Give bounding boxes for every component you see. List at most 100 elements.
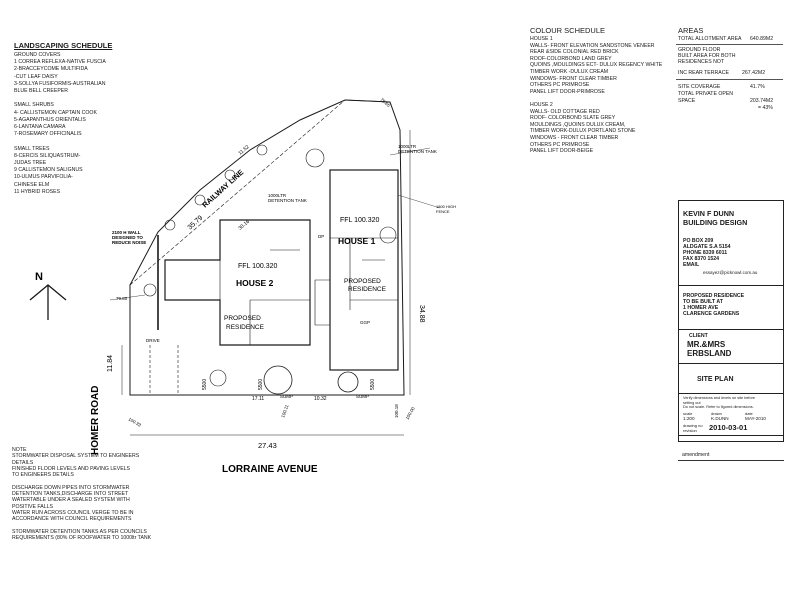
- landscaping-line: 3-SOLLYA FUSIFORMIS-AUSTRALIAN: [14, 80, 106, 87]
- note-line: ACCORDANCE WITH COUNCIL REQUIREMENTS: [12, 516, 132, 523]
- colour-line: OTHERS PC PRIMROSE: [530, 141, 590, 148]
- verify-line-3: Do not scale. Refer to figured dimension…: [683, 405, 754, 409]
- ggp-label: GGP: [360, 320, 370, 325]
- colour-line: TIMBER WORK-DULUX PORTLAND STONE: [530, 128, 636, 135]
- note-line: WATER RUN ACROSS COUNCIL VERGE TO BE IN: [12, 510, 134, 516]
- house-2-proposed: PROPOSED: [224, 315, 261, 322]
- colour-line: MOULDINGS ,QUOINS DULUX CREAM,: [530, 121, 626, 128]
- areas-title: AREAS: [678, 26, 704, 35]
- level-100-33: 100.33: [128, 417, 143, 428]
- firm-email[interactable]: essayez@picknowl.com.au: [703, 270, 758, 275]
- tank-b-line-1: 1000LTR: [268, 193, 287, 198]
- revision-label: revision: [683, 428, 697, 433]
- colour-line: ROOF-COLORBOND LAND GREY: [530, 55, 612, 62]
- dim-27-43: 27.43: [258, 441, 277, 450]
- amendment-section: [679, 435, 783, 436]
- detention-tank-b: [337, 371, 359, 393]
- drawing-no-label: drawing no: [683, 423, 703, 428]
- tank-a-line-1: 1000LTR: [398, 144, 417, 149]
- landscaping-line: SMALL TREES: [14, 145, 50, 152]
- landscaping-line: 7-ROSEMARY OFFICINALIS: [14, 131, 82, 138]
- house-2-label: HOUSE 2: [236, 278, 274, 288]
- verify-line-2: setting out: [683, 400, 701, 405]
- note-line: DISCHARGE DOWN PIPES INTO STORMWATER: [12, 484, 130, 491]
- ground-line-2: BUILT AREA FOR BOTH: [678, 53, 736, 59]
- areas-divider: [676, 44, 783, 45]
- colour-line: WALLS- OLD COTTAGE RED: [530, 108, 600, 115]
- meta-scale: 1:200: [683, 416, 695, 421]
- tree: [305, 148, 325, 168]
- house-1-label: HOUSE 1: [338, 236, 376, 246]
- project-section: [679, 285, 783, 286]
- meta-date-label: date: [745, 411, 753, 416]
- landscaping-line: 9 CALLISTEMON SALIGNUS: [14, 167, 83, 174]
- driveway: [149, 345, 179, 395]
- dim-leader: [397, 194, 441, 209]
- fence-note-2: FENCE: [436, 209, 450, 214]
- landscaping-title: LANDSCAPING SCHEDULE: [14, 41, 113, 50]
- landscaping-line: 10-ULMUS PARVIFOLIA-: [14, 174, 73, 181]
- title-block: KEVIN F DUNN BUILDING DESIGN PO BOX 209 …: [678, 200, 784, 442]
- house-1-ffl: FFL 100.320: [340, 217, 380, 224]
- project-line-3: 1 HOMER AVE: [683, 305, 719, 311]
- tree: [256, 144, 268, 156]
- house-1-proposed: PROPOSED: [344, 278, 381, 285]
- colour-line: WALLS- FRONT ELEVATION SANDSTONE VENEER: [530, 42, 655, 49]
- note-line: FINISHED FLOOR LEVELS AND PAVING LEVELS: [12, 465, 131, 472]
- dp-label: DP: [318, 234, 324, 239]
- landscaping-line: GROUND COVERS: [14, 52, 61, 58]
- dim-10-32: 10.32: [314, 396, 327, 402]
- drawing-number: 2010-03-01: [709, 423, 748, 432]
- tree: [209, 369, 227, 387]
- tree: [143, 283, 157, 297]
- north-label: N: [35, 271, 43, 283]
- note-line: DETAILS: [12, 459, 34, 466]
- firm-phone: PHONE 8339 6011: [683, 250, 728, 256]
- firm-email-label: EMAIL: [683, 262, 700, 268]
- level-100-00: 100.00: [405, 406, 416, 421]
- space-percent: = 43%: [758, 105, 773, 111]
- colour-line: PANEL LIFT DOOR-PRIMROSE: [530, 88, 605, 95]
- landscaping-line: -CUT LEAF DAISY: [14, 73, 58, 80]
- colour-line: OTHERS PC PRIMROSE: [530, 82, 590, 89]
- landscaping-line: 2-BRACCEYCOME MULTIFIDA: [14, 66, 88, 73]
- railway-boundary-line: [129, 99, 346, 286]
- meta-drawn: K.DUNN: [711, 416, 729, 421]
- colour-title: COLOUR SCHEDULE: [530, 26, 606, 35]
- tank-b-line-2: DETENTION TANK: [268, 198, 307, 203]
- dim-30-16: 30.16: [237, 219, 251, 232]
- landscaping-line: SMALL SHRUBS: [14, 102, 54, 109]
- detention-tank-a: [263, 365, 293, 395]
- sump-b-label: SUMP: [356, 394, 369, 399]
- project-line-2: TO BE BUILT AT: [683, 299, 723, 305]
- note-line: POSITIVE FALLS: [12, 503, 53, 510]
- amendment-label: amendment: [682, 452, 710, 458]
- allotment-value: 640.89M2: [750, 36, 774, 42]
- note-line: REQUIREMENTS (80% OF ROOFWATER TO 1000lt…: [12, 535, 152, 542]
- landscaping-line: 6-LANTANA CAMARA: [14, 124, 66, 130]
- terrace-value: 267.42M2: [742, 70, 766, 76]
- level-100-11: 100.11: [280, 404, 289, 419]
- colour-line: ROOF- COLORBOND SLATE GREY: [530, 115, 616, 122]
- landscaping-line: 11 HYBRID ROSES: [14, 188, 61, 195]
- client-name-2: ERBSLAND: [687, 349, 732, 358]
- project-line-1: PROPOSED RESIDENCE: [683, 293, 745, 299]
- open-label: TOTAL PRIVATE OPEN: [678, 91, 734, 97]
- drawing-title: SITE PLAN: [697, 376, 734, 383]
- fence-note-1: 1800 HIGH: [436, 204, 456, 209]
- note-line: TO ENGINEERS DETAILS: [12, 472, 74, 479]
- areas-divider: [676, 79, 783, 80]
- tree: [194, 194, 206, 206]
- firm-address-2: ALDGATE S.A 5154: [683, 244, 731, 250]
- note-line: STORMWATER DETENTION TANKS AS PER COUNCI…: [12, 528, 147, 535]
- meta-date: MAY-2010: [745, 416, 766, 421]
- note-line: NOTE: [12, 447, 27, 453]
- wall-note-3: REDUCE NOISE: [112, 240, 146, 245]
- level-79-65: 79.65: [379, 97, 391, 108]
- coverage-value: 41.7%: [750, 84, 765, 90]
- landscaping-line: 8-CERCIS SILIQUASTRUM-: [14, 152, 81, 159]
- drawing-title-section: [679, 363, 783, 364]
- dim-leader: [109, 294, 146, 301]
- dim-34-88: 34.88: [418, 305, 425, 323]
